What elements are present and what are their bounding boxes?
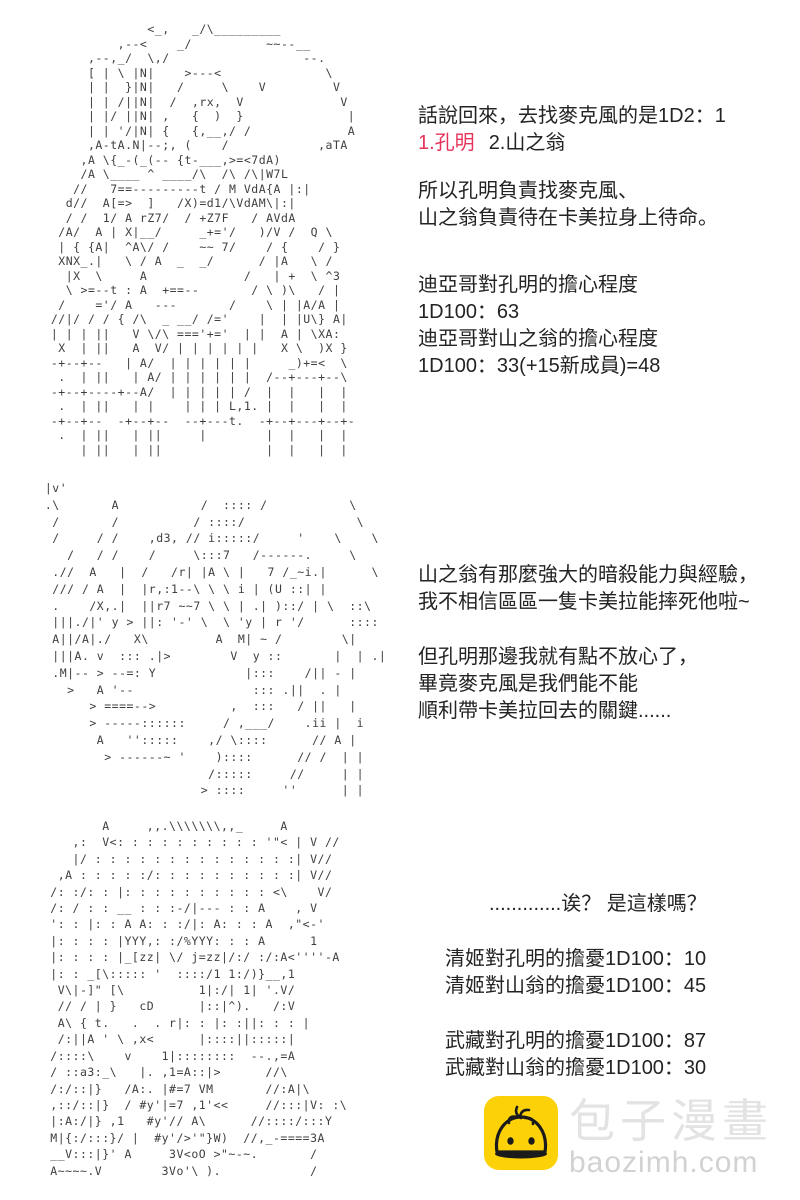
narration-paragraph-old-man: 山之翁有那麼強大的暗殺能力與經驗， 我不相信區區一隻卡美拉能摔死他啦~ xyxy=(418,564,758,613)
baozimh-logo-text: 包子漫畫 baozimh.com xyxy=(569,1096,773,1179)
ascii-art-panel-bottom: A ,,.\\\\\\\,,_ A ,: V<: : : : : : : : :… xyxy=(50,819,348,1178)
dice-roll-paragraph-musashi: 武藏對孔明的擔憂1D100：87 武藏對山翁的擔憂1D100：30 xyxy=(445,1030,707,1079)
narration-paragraph-assignment: 所以孔明負責找麥克風、 山之翁負責待在卡美拉身上待命。 xyxy=(418,180,718,229)
dice-roll-paragraph-kiyohime: 清姬對孔明的擔憂1D100：10 清姬對山翁的擔憂1D100：45 xyxy=(445,948,707,997)
narration-block-3: 清姬對孔明的擔憂1D100：10 清姬對山翁的擔憂1D100：45 武藏對孔明的… xyxy=(445,946,785,1082)
baozimh-logo-domain: baozimh.com xyxy=(569,1146,759,1179)
dice-choice-line: 1.孔明 2.山之翁 xyxy=(418,130,788,157)
narration-block-1: 話說回來，去找麥克風的是1D2：1 1.孔明 2.山之翁 所以孔明負責找麥克風、 … xyxy=(418,103,788,380)
narration-line-intro: 話說回來，去找麥克風的是1D2：1 xyxy=(418,105,726,127)
ascii-art-panel-top: <_, _/\_________ ,--< _/ ~~--__ ,--,_/ \… xyxy=(50,22,356,457)
dice-roll-paragraph-diago: 迪亞哥對孔明的擔心程度 1D100：63 迪亞哥對山之翁的擔心程度 1D100：… xyxy=(418,274,661,377)
dice-choice-2: 2.山之翁 xyxy=(488,132,566,154)
ascii-art-panel-middle: |v' .\ A / :::: / \ / / / ::::/ \ / / / … xyxy=(44,481,387,798)
narration-paragraph-worry: 但孔明那邊我就有點不放心了， 畢竟麥克風是我們能不能 順利帶卡美拉回去的關鍵..… xyxy=(418,646,698,722)
reaction-line: .............诶？ 是這樣嗎？ xyxy=(489,893,707,915)
baozimh-logo-name: 包子漫畫 xyxy=(569,1095,773,1147)
baozi-bun-icon xyxy=(484,1096,558,1170)
dice-choice-1-highlighted: 1.孔明 xyxy=(418,132,475,154)
baozimh-logo: 包子漫畫 baozimh.com xyxy=(484,1096,773,1179)
narration-block-2: 山之翁有那麼強大的暗殺能力與經驗， 我不相信區區一隻卡美拉能摔死他啦~ 但孔明那… xyxy=(418,562,793,725)
